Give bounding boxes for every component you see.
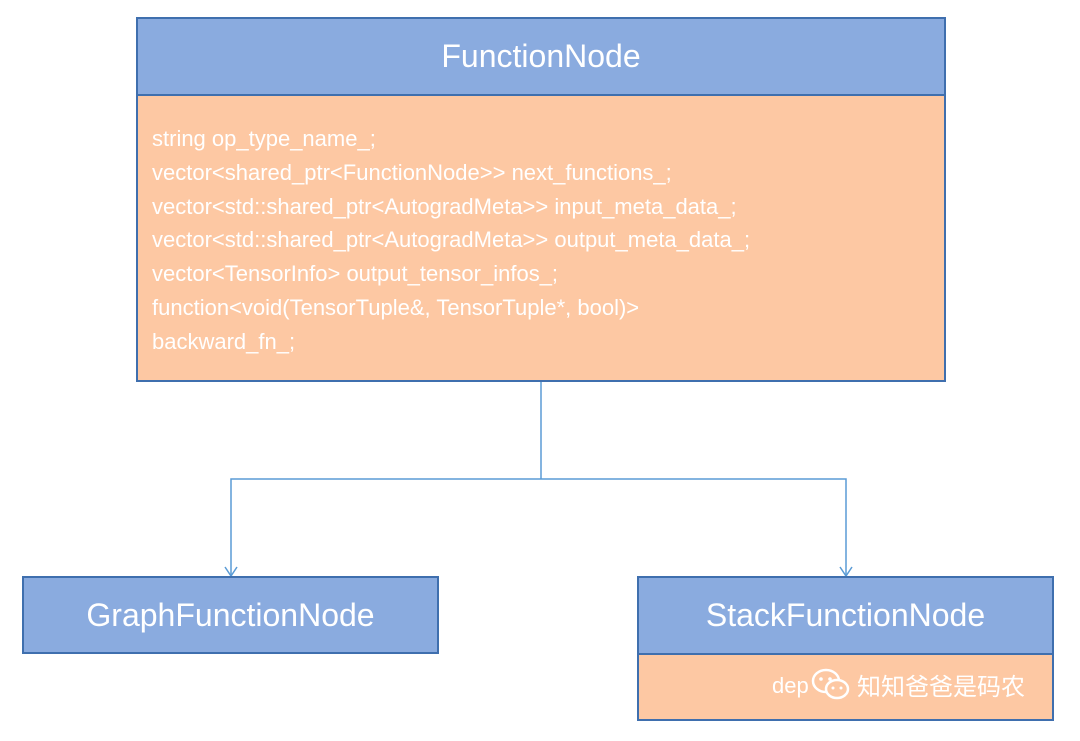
- connector-branch-left: [230, 478, 541, 576]
- field-output-tensor-infos: vector<TensorInfo> output_tensor_infos_;: [152, 261, 559, 287]
- field-input-meta-data: vector<std::shared_ptr<AutogradMeta>> in…: [152, 193, 737, 219]
- connector-branch-right: [541, 478, 847, 576]
- field-output-meta-data: vector<std::shared_ptr<AutogradMeta>> ou…: [152, 227, 751, 253]
- field-op-type-name: string op_type_name_;: [152, 126, 376, 151]
- function-node-class-box: FunctionNode string op_type_name_; vecto…: [136, 17, 946, 382]
- stack-function-node-fields: dep 知知爸爸是码农: [639, 655, 1052, 719]
- stack-function-node-title: StackFunctionNode: [639, 578, 1052, 655]
- field-backward-fn-name: backward_fn_;: [152, 328, 296, 354]
- field-backward-fn-type: function<void(TensorTuple&, TensorTuple*…: [152, 294, 640, 320]
- stack-function-node-field: dep: [772, 673, 809, 698]
- graph-function-node-title: GraphFunctionNode: [24, 578, 437, 652]
- watermark: 知知爸爸是码农: [811, 667, 1025, 702]
- function-node-fields: string op_type_name_; vector<shared_ptr<…: [138, 96, 944, 380]
- watermark-text: 知知爸爸是码农: [857, 673, 1025, 701]
- stack-function-node-class-box: StackFunctionNode dep 知知爸爸是码农: [637, 576, 1054, 721]
- wechat-icon: [811, 668, 850, 699]
- function-node-title: FunctionNode: [138, 19, 944, 96]
- graph-function-node-class-box: GraphFunctionNode: [22, 576, 439, 654]
- field-next-functions: vector<shared_ptr<FunctionNode>> next_fu…: [152, 159, 672, 185]
